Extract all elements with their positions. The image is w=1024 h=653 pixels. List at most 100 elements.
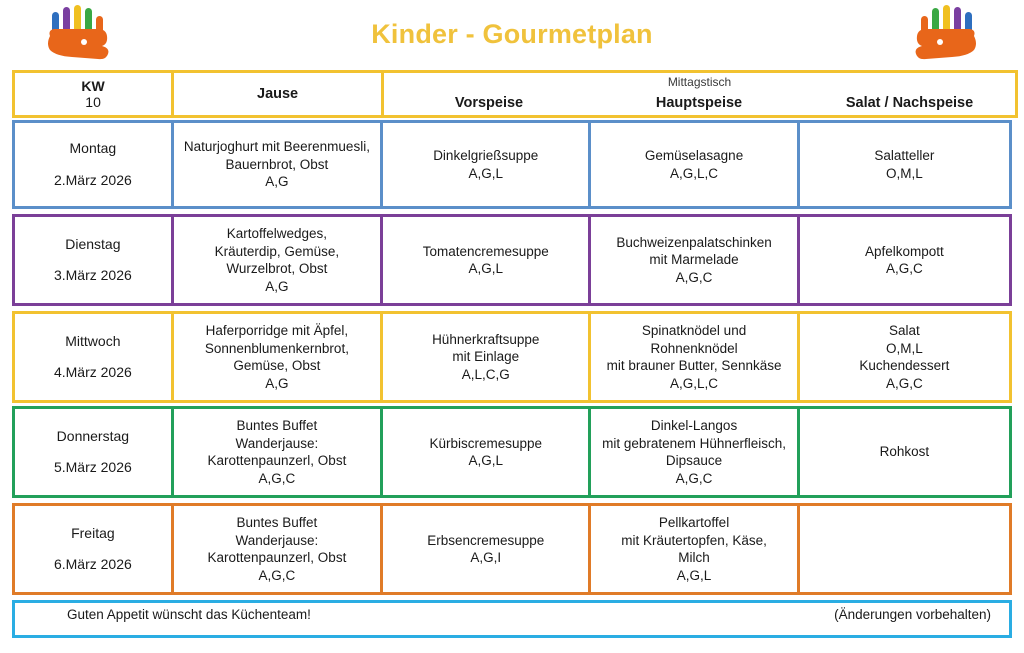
jause-cell-line: Sonnenblumenkernbrot, xyxy=(204,340,349,356)
hauptspeise-cell-line: Milch xyxy=(678,550,710,565)
salat-nachspeise-cell-line: Rohkost xyxy=(879,444,930,460)
jause-cell-line: Naturjoghurt mit Beerenmuesli, xyxy=(183,139,370,155)
day-label-cell: Mittwoch 4.März 2026 xyxy=(15,314,174,400)
hauptspeise-cell-line: Dipsauce xyxy=(665,453,723,468)
salat-nachspeise-cell-line: A,G,C xyxy=(885,375,923,391)
jause-cell-line: Buntes Buffet xyxy=(236,418,318,433)
jause-cell-line: A,G xyxy=(265,278,289,294)
vorspeise-cell-line: Kürbiscremesuppe xyxy=(429,435,542,451)
hauptspeise-cell-line: Gemüselasagne xyxy=(644,148,744,163)
header-cell-vorspeise: Vorspeise xyxy=(384,73,594,115)
jause-cell-line: Kräuterdip, Gemüse, xyxy=(214,243,340,259)
salat-nachspeise-cell-line: Salat xyxy=(888,323,920,338)
hauptspeise-cell-line: A,G,L,C xyxy=(670,165,719,181)
day-name: Mittwoch xyxy=(65,332,121,349)
hauptspeise-cell-line: Rohnenknödel xyxy=(650,340,738,356)
title-band: Kinder - Gourmetplan xyxy=(0,0,1024,68)
day-label-cell: Dienstag 3.März 2026 xyxy=(15,217,174,303)
header-cell-hauptspeise: Hauptspeise xyxy=(594,73,804,115)
hauptspeise-cell-line: A,G,L xyxy=(676,567,712,583)
jause-cell-line: Wurzelbrot, Obst xyxy=(226,261,328,276)
handprint-logo-right xyxy=(906,4,992,66)
hauptspeise-cell-line: Spinatknödel und xyxy=(641,323,747,338)
menu-row-mittwoch: Mittwoch 4.März 2026 Haferporridge mit Äpf… xyxy=(12,311,1012,403)
salat-nachspeise-cell: Rohkost xyxy=(799,409,1010,495)
day-label-cell: Freitag 6.März 2026 xyxy=(15,506,174,592)
day-name: Donnerstag xyxy=(56,427,130,444)
salat-nachspeise-cell-line: O,M,L xyxy=(885,165,923,181)
jause-cell-line: A,G,C xyxy=(258,567,296,583)
jause-cell: Kartoffelwedges, Kräuterdip, Gemüse, Wurze… xyxy=(173,217,384,303)
day-name: Montag xyxy=(69,140,117,156)
vorspeise-cell-line: A,G,I xyxy=(470,550,502,565)
hauptspeise-cell-line: mit Kräutertopfen, Käse, xyxy=(621,532,767,548)
jause-cell-line: A,G,C xyxy=(258,470,296,486)
jause-cell-line: Gemüse, Obst xyxy=(233,358,321,373)
header-kw-label: KW xyxy=(81,78,105,94)
header-hauptspeise-label: Hauptspeise xyxy=(655,95,743,111)
hauptspeise-cell: Pellkartoffel mit Kräutertopfen, Käse, Mil… xyxy=(591,506,800,592)
hauptspeise-cell-line: mit gebratenem Hühnerfleisch, xyxy=(602,435,786,451)
hauptspeise-cell-line: Buchweizenpalatschinken xyxy=(616,234,772,250)
salat-nachspeise-cell-line: O,M,L xyxy=(885,340,923,356)
day-date: 3.März 2026 xyxy=(53,267,132,283)
header-cell-salat-nachspeise: Salat / Nachspeise xyxy=(804,73,1015,115)
header-mittagstisch-label: Mittagstisch xyxy=(667,75,732,89)
hauptspeise-cell-line: Dinkel-Langos xyxy=(650,418,738,433)
hauptspeise-cell-line: mit Marmelade xyxy=(649,252,739,268)
vorspeise-cell-line: mit Einlage xyxy=(452,349,520,365)
hauptspeise-cell-line: Pellkartoffel xyxy=(658,515,730,530)
day-name: Freitag xyxy=(71,524,115,541)
salat-nachspeise-cell-line: A,G,C xyxy=(885,261,923,276)
jause-cell-line: Buntes Buffet xyxy=(236,515,318,530)
salat-nachspeise-cell-line: Kuchendessert xyxy=(859,358,950,373)
vorspeise-cell-line: A,G,L xyxy=(468,261,503,276)
jause-cell-line: Wanderjause: xyxy=(235,435,319,451)
vorspeise-cell-line: Hühnerkraftsuppe xyxy=(432,331,540,347)
header-salat-nachspeise-label: Salat / Nachspeise xyxy=(845,95,974,111)
jause-cell: Naturjoghurt mit Beerenmuesli,Bauernbrot… xyxy=(173,123,384,206)
vorspeise-cell-line: Dinkelgrießsuppe xyxy=(433,148,539,163)
header-vorspeise-label: Vorspeise xyxy=(454,95,524,111)
vorspeise-cell-line: Tomatencremesuppe xyxy=(422,243,549,259)
day-name: Dienstag xyxy=(65,235,121,252)
day-date: 5.März 2026 xyxy=(53,459,132,475)
vorspeise-cell-line: A,G,L xyxy=(468,453,503,468)
jause-cell-line: Karottenpaunzerl, Obst xyxy=(207,453,347,468)
page-title: Kinder - Gourmetplan xyxy=(371,18,653,49)
footer-right-text: (Änderungen vorbehalten) xyxy=(834,607,991,622)
footer-left-text: Guten Appetit wünscht das Küchenteam! xyxy=(67,607,311,622)
header-kw-value: 10 xyxy=(85,94,101,110)
hauptspeise-cell-line: A,G,C xyxy=(675,470,713,486)
jause-cell-line: Wanderjause: xyxy=(235,532,319,548)
header-cell-jause: Jause xyxy=(174,73,384,115)
jause-cell-line: Karottenpaunzerl, Obst xyxy=(207,550,347,565)
table-header-row: KW 10 Jause Mittagstisch Vorspeise Haupt… xyxy=(12,70,1018,118)
day-label-cell: Donnerstag 5.März 2026 xyxy=(15,409,174,495)
jause-cell-line: Bauernbrot, Obst xyxy=(225,156,329,172)
vorspeise-cell-line: A,G,L xyxy=(468,165,503,181)
jause-cell-line: Kartoffelwedges, xyxy=(226,226,328,241)
day-date: 6.März 2026 xyxy=(53,556,132,572)
jause-cell-line: A,G xyxy=(265,174,289,190)
day-date: 4.März 2026 xyxy=(53,364,132,380)
jause-cell-line: Haferporridge mit Äpfel, xyxy=(205,323,349,338)
salat-nachspeise-cell-line: Apfelkompott xyxy=(864,243,944,259)
header-cell-kw: KW 10 xyxy=(15,73,175,115)
